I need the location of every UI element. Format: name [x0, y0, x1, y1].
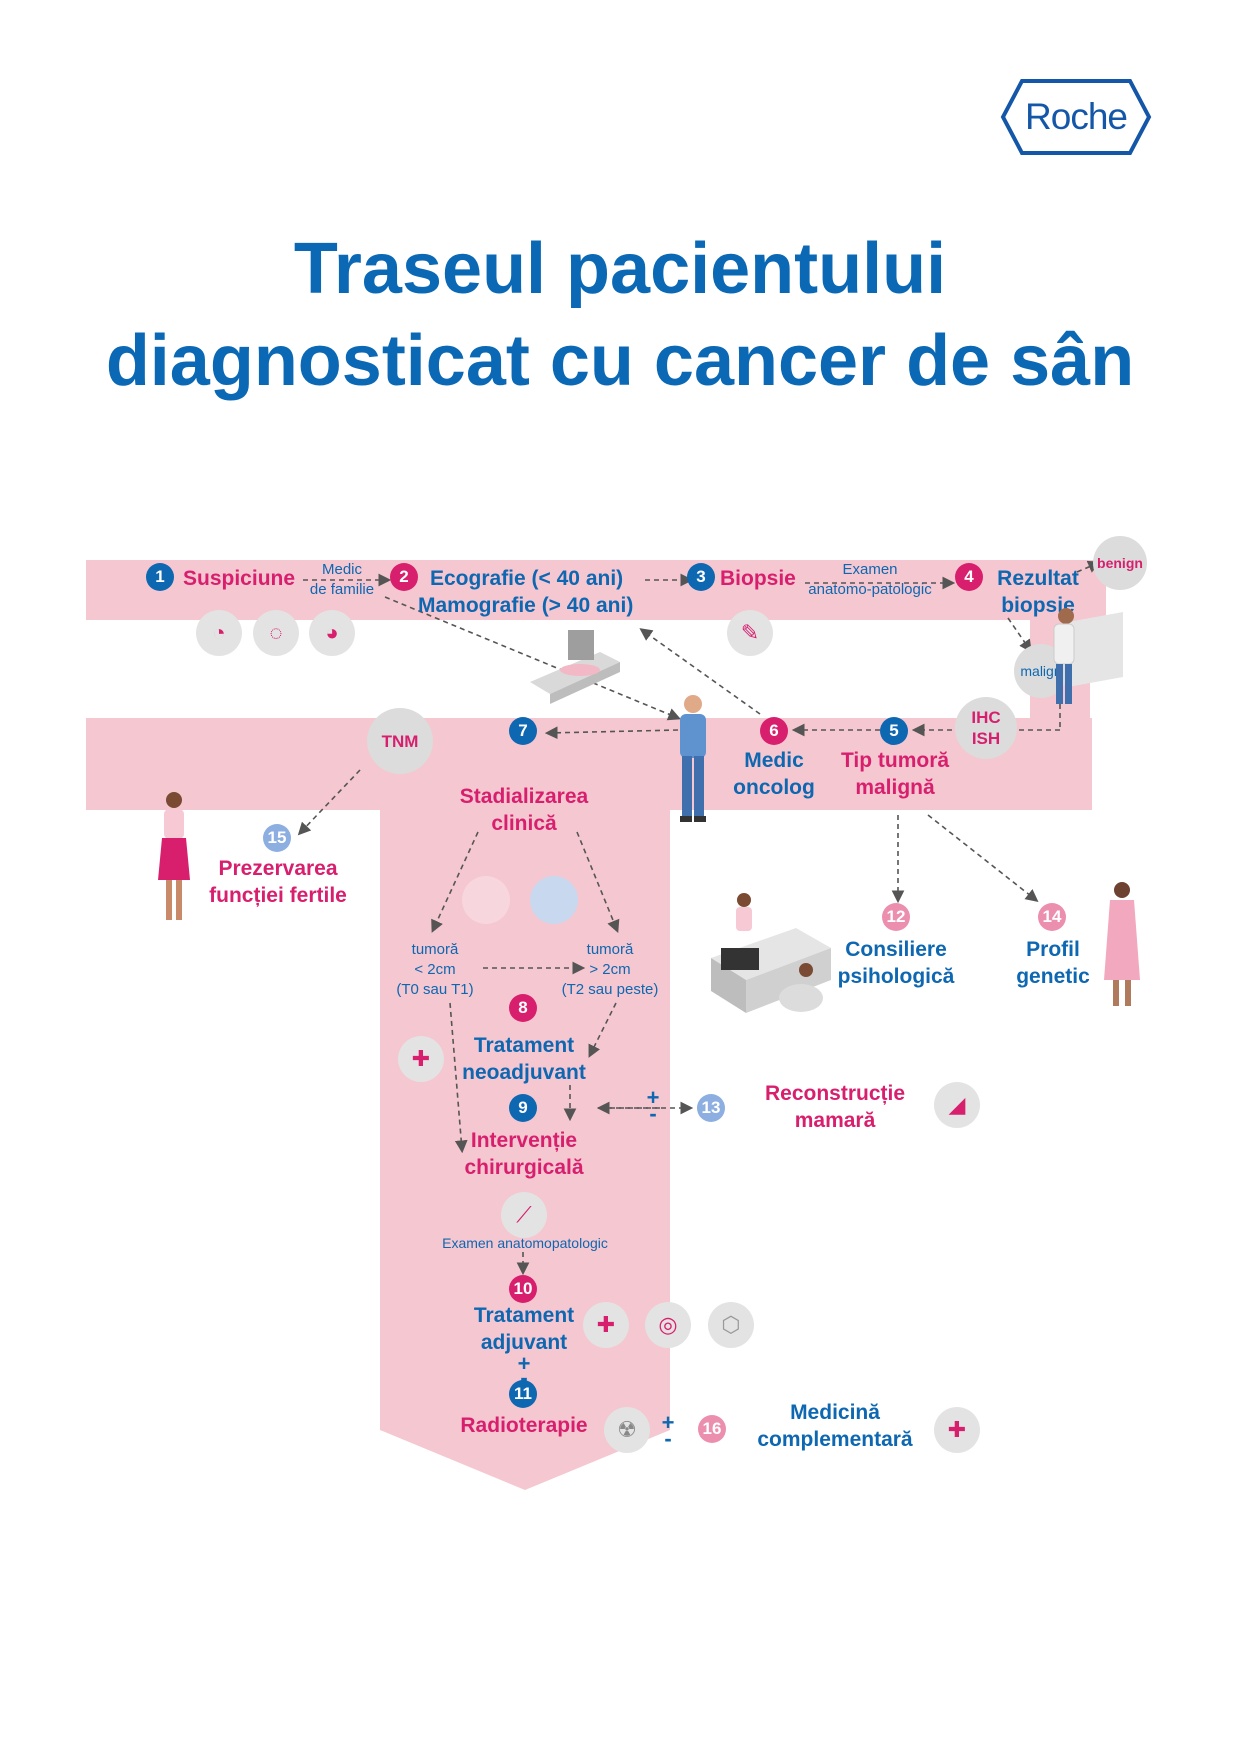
examen-ap-line2: anatomo-patologic [808, 581, 932, 598]
step-10-line1: Tratament [473, 1304, 575, 1327]
step-5-number: 5 [880, 717, 908, 745]
step-2-line1: Ecografie (< 40 ani) [430, 567, 624, 590]
step-1-number: 1 [146, 563, 174, 591]
step-13-number: 13 [697, 1094, 725, 1122]
target-icon: ◎ [645, 1302, 691, 1348]
step-1-label: Suspiciune [183, 567, 296, 590]
step-12-line2: psihologică [837, 965, 955, 988]
tumor-large-line3: (T2 sau peste) [561, 981, 659, 998]
step-3-label: Biopsie [720, 567, 796, 590]
ihc-ish-circle: IHC ISH [955, 697, 1017, 759]
logo-hexagon [1000, 79, 1152, 155]
woman-figure-fertility [152, 790, 198, 935]
plus-16: + [661, 1410, 675, 1435]
medic-familie-line1: Medic [321, 561, 362, 578]
iv-bag-icon: ✚ [398, 1036, 444, 1082]
oncologist-figure [668, 692, 718, 837]
step-9-line1: Intervenție [470, 1129, 578, 1152]
step-15-line2: funcției fertile [209, 884, 347, 907]
examen-anatomopatologic-label: Examen anatomopatologic [442, 1235, 608, 1251]
step-2-number: 2 [390, 563, 418, 591]
scalpel-icon: ⟋ [501, 1192, 547, 1238]
staging-breast-icon-blue [530, 876, 578, 924]
step-13-line1: Reconstrucție [764, 1082, 906, 1105]
woman-figure-genetic [1098, 880, 1148, 1015]
examen-ap-line1: Examen [842, 561, 898, 578]
step-12-line1: Consiliere [845, 938, 947, 961]
step-15-number: 15 [263, 824, 291, 852]
step-7-line2: clinică [491, 812, 557, 835]
step-4-number: 4 [955, 563, 983, 591]
logo-text: Roche [1025, 96, 1128, 137]
step-10-line2: adjuvant [480, 1331, 568, 1354]
tumor-small-line2: < 2cm [414, 961, 456, 978]
step-16-line2: complementară [757, 1428, 913, 1451]
tumor-small-line3: (T0 sau T1) [396, 981, 474, 998]
step-4-line1: Rezultat [997, 567, 1079, 590]
minus-13: - [649, 1101, 657, 1126]
step-8-line1: Tratament [473, 1034, 575, 1057]
step-7-line1: Stadializarea [459, 785, 589, 808]
page-title-line1: Traseul pacientului [293, 229, 947, 309]
tnm-label: TNM [381, 731, 419, 751]
step-10-number: 10 [509, 1275, 537, 1303]
benign-label: benign [1097, 554, 1143, 571]
step-7-number: 7 [509, 717, 537, 745]
iv-bag-icon-2: ✚ [583, 1302, 629, 1348]
step-3-number: 3 [687, 563, 715, 591]
step-8-line2: neoadjuvant [462, 1061, 586, 1084]
tnm-circle: TNM [367, 708, 433, 774]
tumor-small-line1: tumoră [411, 941, 459, 958]
step-8-number: 8 [509, 994, 537, 1022]
step-16-number: 16 [698, 1415, 726, 1443]
ihc-label: IHC [971, 708, 1001, 727]
plus-10-11: + [517, 1351, 531, 1376]
step-2-line2: Mamografie (> 40 ani) [418, 594, 634, 617]
staging-breast-icon-pink [462, 876, 510, 924]
step-14-line1: Profil [1026, 938, 1080, 961]
step-5-line2: malignă [855, 776, 935, 799]
biopsy-syringe-icon: ✎ [727, 610, 773, 656]
step-6-number: 6 [760, 717, 788, 745]
step-6-line1: Medic [744, 749, 804, 772]
step-9-number: 9 [509, 1094, 537, 1122]
step-14-line2: genetic [1016, 965, 1090, 988]
step-13-line2: mamară [794, 1109, 876, 1132]
step-11-label: Radioterapie [460, 1414, 588, 1437]
tumor-large-line1: tumoră [586, 941, 634, 958]
breast-exam-icon: ◔ [196, 610, 242, 656]
step-11-number: 11 [509, 1380, 537, 1408]
radiation-icon: ☢ [604, 1407, 650, 1453]
roche-logo: Roche [1000, 78, 1152, 156]
step-4-line2: biopsie [1001, 594, 1075, 617]
malign-label: malign [1020, 662, 1062, 679]
top-band [86, 560, 1106, 620]
page-title-line2: diagnosticat cu cancer de sân [105, 321, 1135, 401]
tumor-large-line2: > 2cm [589, 961, 631, 978]
step-9-line2: chirurgicală [464, 1156, 584, 1179]
step-14-number: 14 [1038, 903, 1066, 931]
psychological-counselling-scene [706, 888, 836, 1043]
step-6-line2: oncolog [733, 776, 815, 799]
ish-label: ISH [971, 729, 1001, 748]
plus-13: + [646, 1085, 660, 1110]
minus-16: - [664, 1426, 672, 1451]
breast-reconstruction-icon: ◢ [934, 1082, 980, 1128]
step-16-line1: Medicină [790, 1401, 880, 1424]
medic-familie-line2: de familie [309, 581, 375, 598]
lab-technician-figure [1038, 602, 1128, 717]
hormone-icon: ⬡ [708, 1302, 754, 1348]
step-12-number: 12 [882, 903, 910, 931]
breast-exam-icon-3: ◕ [309, 610, 355, 656]
breast-exam-icon-2: ◌ [253, 610, 299, 656]
minus-10-11: - [520, 1365, 528, 1390]
first-aid-icon: ✚ [934, 1407, 980, 1453]
benign-circle: benign [1093, 536, 1147, 590]
mammography-icon [520, 622, 630, 717]
step-5-line1: Tip tumoră [840, 749, 950, 772]
step-15-line1: Prezervarea [218, 857, 338, 880]
